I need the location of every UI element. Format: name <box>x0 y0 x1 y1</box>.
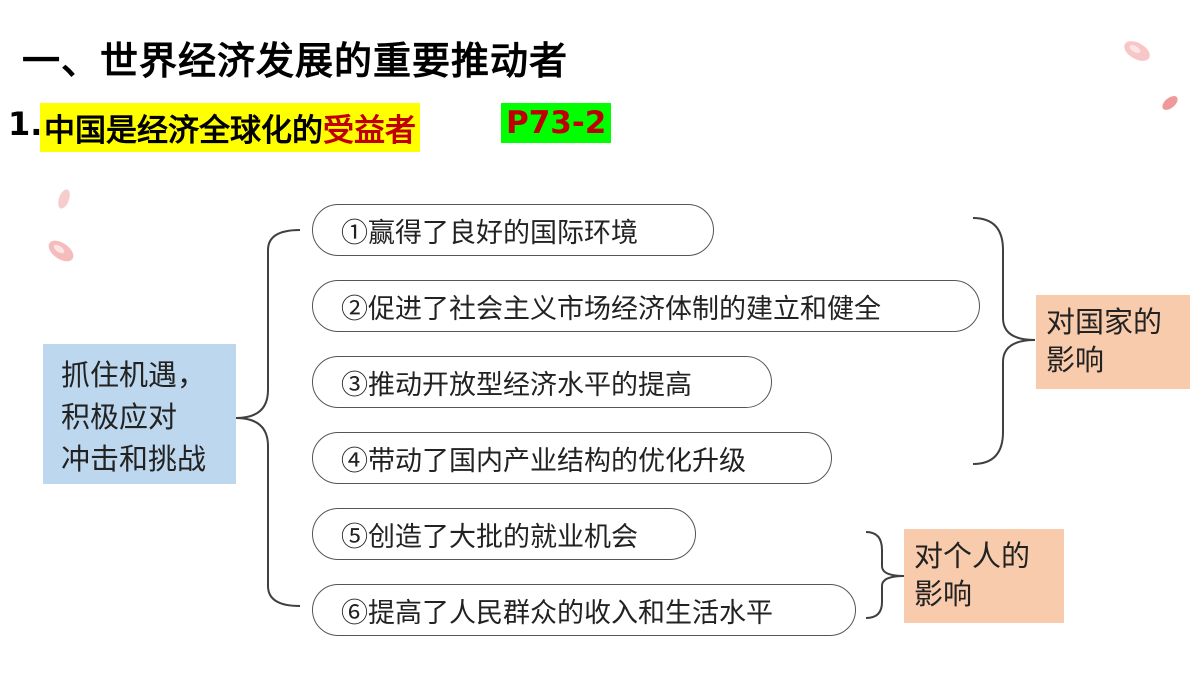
petal-icon <box>1162 96 1178 110</box>
item-3: ③推动开放型经济水平的提高 <box>312 356 772 408</box>
individual-impact-box: 对个人的 影响 <box>904 529 1064 623</box>
main-concept-line-1: 抓住机遇， <box>61 358 207 392</box>
item-1: ①赢得了良好的国际环境 <box>312 204 714 256</box>
individual-impact-line-2: 影响 <box>914 577 973 611</box>
slide-title: 一、世界经济发展的重要推动者 <box>22 39 569 83</box>
country-impact-line-2: 影响 <box>1046 343 1105 377</box>
main-concept-line-3: 冲击和挑战 <box>61 442 207 476</box>
individual-brace <box>865 531 905 619</box>
left-brace-lower <box>235 417 301 607</box>
item-6: ⑥提高了人民群众的收入和生活水平 <box>312 584 856 636</box>
item-5: ⑤创造了大批的就业机会 <box>312 508 696 560</box>
item-4: ④带动了国内产业结构的优化升级 <box>312 432 832 484</box>
country-impact-box: 对国家的 影响 <box>1036 295 1190 389</box>
petal-icon <box>1124 41 1150 61</box>
item-2: ②促进了社会主义市场经济体制的建立和健全 <box>312 280 980 332</box>
subtitle-number: 1. <box>8 105 43 143</box>
individual-impact-line-1: 对个人的 <box>914 539 1031 573</box>
page-reference: P73-2 <box>501 103 612 143</box>
main-concept-line-2: 积极应对 <box>61 400 178 434</box>
petal-icon <box>58 189 70 209</box>
country-impact-line-1: 对国家的 <box>1046 305 1163 339</box>
petal-icon <box>48 240 74 262</box>
country-brace <box>972 217 1036 465</box>
main-concept-box: 抓住机遇， 积极应对 冲击和挑战 <box>43 344 236 484</box>
subtitle: 中国是经济全球化的受益者 <box>40 103 420 152</box>
left-brace <box>235 229 301 419</box>
subtitle-highlight: 受益者 <box>323 113 416 149</box>
subtitle-prefix: 中国是经济全球化的 <box>44 113 323 149</box>
